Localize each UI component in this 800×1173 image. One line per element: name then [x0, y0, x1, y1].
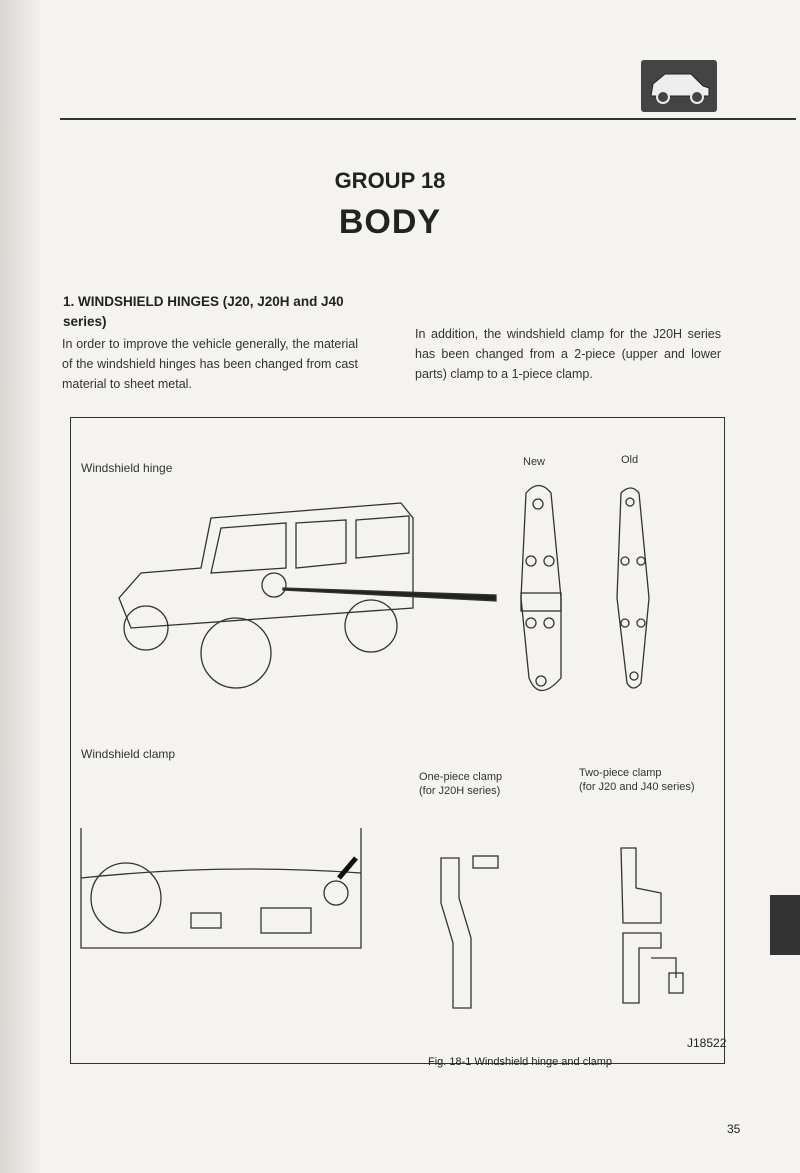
header-rule: [60, 118, 796, 120]
page-title: BODY: [338, 203, 442, 241]
callout-pointer: [282, 587, 497, 602]
two-piece-clamp-label: Two-piece clamp (for J20 and J40 series): [579, 766, 695, 794]
paragraph-right: In addition, the windshield clamp for th…: [415, 327, 721, 381]
paragraph-left: In order to improve the vehicle generall…: [62, 337, 358, 391]
old-label: Old: [621, 454, 639, 466]
old-hinge-drawing: [616, 487, 650, 689]
section-heading: 1. WINDSHIELD HINGES (J20, J20H and J40 …: [63, 294, 344, 329]
group-number: GROUP 18: [334, 168, 446, 193]
two-piece-line1: Two-piece clamp: [579, 767, 662, 779]
new-hinge-drawing: [520, 484, 562, 692]
vehicle-drawing: [118, 502, 414, 689]
two-piece-clamp-drawing: [620, 847, 684, 1004]
document-page: [40, 0, 800, 1173]
figure-code: J18522: [687, 1036, 727, 1050]
dashboard-drawing: [80, 828, 362, 949]
figure-caption: Fig. 18-1 Windshield hinge and clamp: [428, 1056, 613, 1068]
thumb-index-tab: [770, 895, 800, 955]
car-icon: [641, 60, 717, 112]
one-piece-line1: One-piece clamp: [419, 771, 503, 783]
figure-illustrations: [80, 484, 684, 1009]
one-piece-clamp-drawing: [440, 855, 499, 1009]
new-label: New: [523, 456, 546, 468]
one-piece-clamp-label: One-piece clamp (for J20H series): [419, 770, 502, 798]
windshield-hinge-label: Windshield hinge: [81, 461, 173, 475]
two-piece-line2: (for J20 and J40 series): [579, 781, 695, 793]
figure-frame: Windshield hinge New Old Windshield clam…: [70, 417, 727, 1064]
page-number: 35: [727, 1122, 741, 1136]
one-piece-line2: (for J20H series): [419, 785, 501, 797]
windshield-clamp-label: Windshield clamp: [81, 747, 176, 761]
